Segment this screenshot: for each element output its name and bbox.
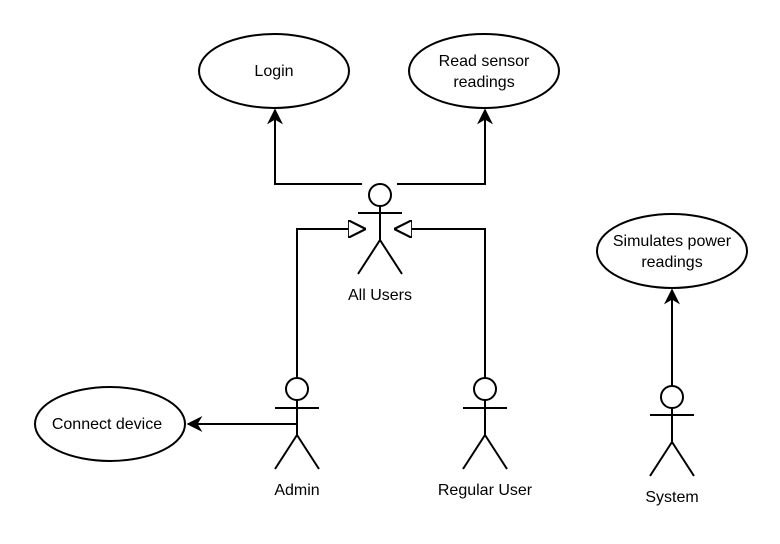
actor-stick-figure-icon xyxy=(462,377,508,470)
use-case-login[interactable]: Login xyxy=(198,33,350,109)
association-all-users-login xyxy=(267,108,362,185)
use-case-connect-device[interactable]: Connect device xyxy=(34,386,186,462)
use-case-simulates-power-readings[interactable]: Simulates power readings xyxy=(596,213,748,289)
use-case-simulates-power-label-line-2: readings xyxy=(641,254,702,271)
use-case-read-sensor-readings[interactable]: Read sensor readings xyxy=(408,33,560,109)
actor-regular-user-label: Regular User xyxy=(438,482,533,499)
use-case-login-label: Login xyxy=(254,63,293,80)
use-case-simulates-power-label-line-1: Simulates power xyxy=(613,233,732,250)
actor-stick-figure-icon xyxy=(649,385,695,477)
generalization-regular-user-all-users xyxy=(396,229,486,378)
actor-admin-label: Admin xyxy=(274,482,319,499)
actor-system-label: System xyxy=(645,489,698,506)
use-case-read-sensor-label-line-1: Read sensor xyxy=(439,53,530,70)
actor-stick-figure-icon xyxy=(274,377,320,470)
actor-all-users[interactable]: All Users xyxy=(348,183,412,304)
actor-regular-user[interactable]: Regular User xyxy=(438,377,533,499)
use-case-read-sensor-label-line-2: readings xyxy=(453,74,514,91)
actor-all-users-label: All Users xyxy=(348,287,412,304)
actor-stick-figure-icon xyxy=(357,183,403,275)
association-all-users-read-sensor xyxy=(397,108,493,185)
actor-admin[interactable]: Admin xyxy=(274,377,320,499)
use-case-connect-device-label: Connect device xyxy=(52,416,162,433)
generalization-admin-all-users xyxy=(296,229,364,378)
actor-system[interactable]: System xyxy=(645,385,699,506)
